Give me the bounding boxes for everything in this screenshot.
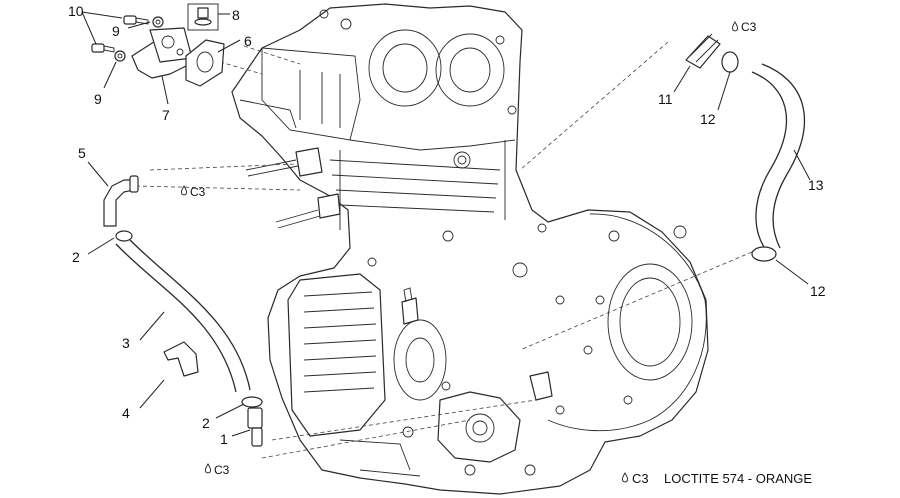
leader-lines [81,11,811,437]
sealant-label-bottom: C3 [214,463,230,477]
sealant-marker-left: C3 [180,185,206,199]
callout-10: 10 [68,3,84,19]
legend-text: LOCTITE 574 - ORANGE [664,471,812,486]
callout-numbers: 10 9 9 7 6 8 5 2 3 4 2 1 11 12 13 12 [68,3,826,447]
callout-1: 1 [220,431,228,447]
callout-4: 4 [122,405,130,421]
sealant-marker-bottom: C3 [204,463,230,477]
callout-2-upper: 2 [72,249,80,265]
callout-11: 11 [658,91,673,107]
sealant-label-left: C3 [190,185,206,199]
legend-code: C3 [632,471,649,486]
part-right-hose-assembly [685,33,806,262]
sealant-drop-icon [731,21,739,32]
callout-9-lower: 9 [94,91,102,107]
callout-5: 5 [78,145,86,161]
callout-12-upper: 12 [700,111,716,127]
engine-block [231,3,709,495]
assembly-guide-lines [135,41,753,459]
sealant-drop-icon [180,185,188,196]
callout-7: 7 [162,107,170,123]
part-gasket [185,39,225,87]
part-left-hose-assembly [103,175,263,447]
callout-9-upper: 9 [112,23,120,39]
callout-13: 13 [808,177,824,193]
legend: C3 LOCTITE 574 - ORANGE [621,471,812,486]
callout-12-lower: 12 [810,283,826,299]
callout-6: 6 [244,33,252,49]
part-elbow-fitting [131,27,193,79]
sealant-marker-top: C3 [731,20,757,34]
sealant-drop-icon [204,463,212,474]
sealant-label-top: C3 [741,20,757,34]
callout-3: 3 [122,335,130,351]
part-screws-washers [91,15,164,62]
sealant-drop-icon [621,472,629,483]
callout-2-lower: 2 [202,415,210,431]
callout-8: 8 [232,7,240,23]
part-plug [187,3,219,31]
